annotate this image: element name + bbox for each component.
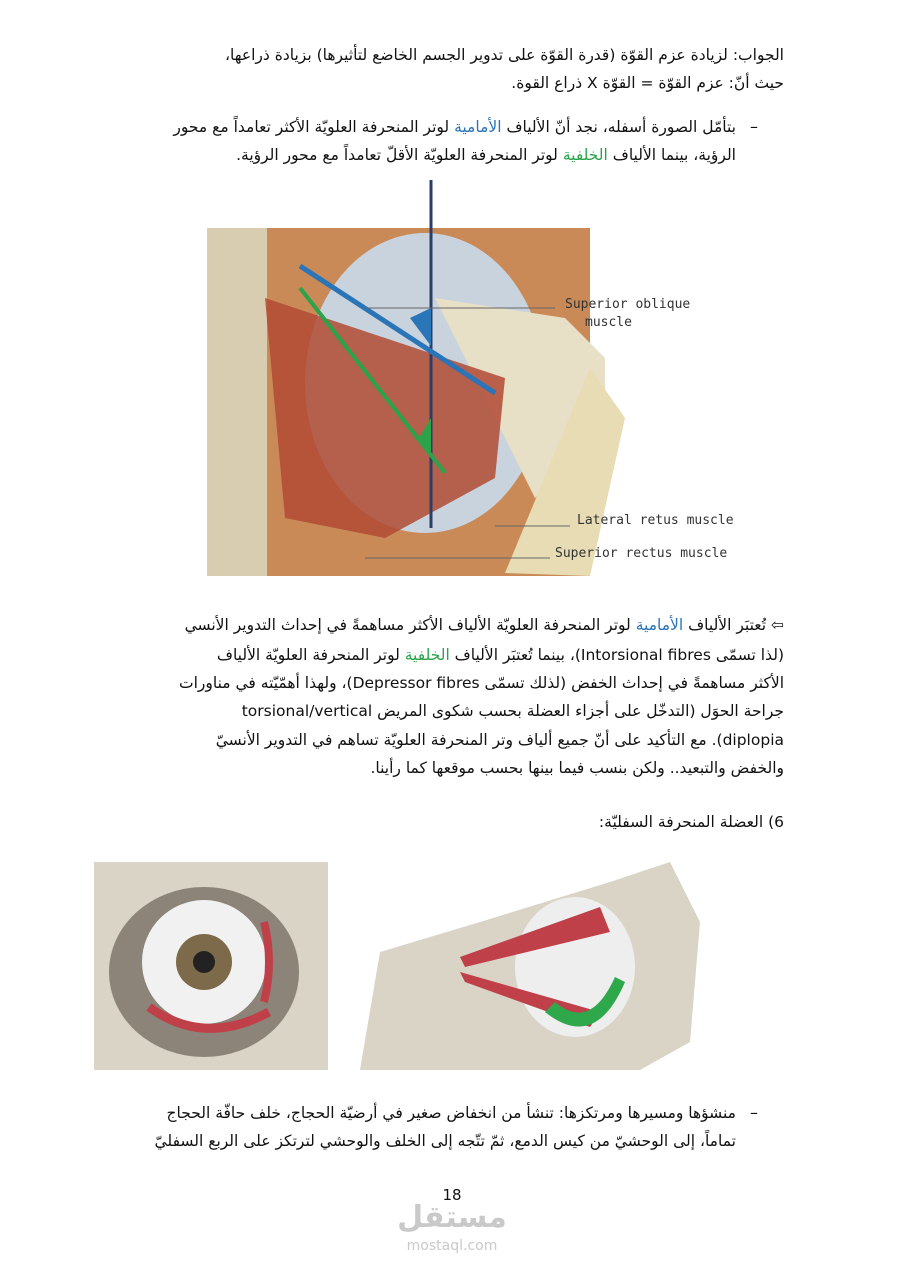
label-lateral-rectus: Lateral retus muscle: [577, 513, 734, 528]
page-number: 18: [442, 1186, 462, 1204]
bullet2-line-1: منشؤها ومسيرها ومرتكزها: تنشأ من انخفاض …: [166, 1104, 737, 1122]
inferior-oblique-front-figure: [94, 862, 328, 1070]
label-muscle: muscle: [585, 315, 632, 330]
bullet1-line-2: الرؤية، بينما الألياف الخلفية لوتر المنح…: [236, 146, 736, 164]
answer-line-1: الجواب: لزيادة عزم القوّة (قدرة القوّة ع…: [224, 46, 784, 64]
posterior-highlight: الخلفية: [562, 146, 608, 164]
arrow-icon: ⇦: [771, 616, 784, 634]
para-line-2: (لذا تسمّى Intorsional fibres)، بينما تُ…: [216, 646, 784, 664]
bullet2-line-2: تماماً، إلى الوحشيّ من كيس الدمع، ثمّ تت…: [154, 1132, 736, 1150]
para-line-5: diplopia). مع التأكيد على أنّ جميع ألياف…: [215, 731, 784, 749]
para-line-3: الأكثر مساهمةً في إحداث الخفض (لذلك تسمّ…: [179, 674, 784, 692]
para-line-4: جراحة الحوَل (التدخّل على أجزاء العضلة ب…: [241, 702, 784, 720]
bullet-dash: –: [750, 117, 758, 136]
section-heading: 6) العضلة المنحرفة السفليّة:: [598, 813, 784, 831]
para-line-1: ⇦ تُعتبَر الألياف الأمامية لوتر المنحرفة…: [184, 616, 784, 634]
label-superior-rectus: Superior rectus muscle: [555, 546, 727, 561]
answer-line-2: حيث أنّ: عزم القوّة = القوّة X ذراع القو…: [511, 74, 784, 92]
watermark-url: mostaql.com: [406, 1238, 498, 1254]
bullet1-line-1: بتأمّل الصورة أسفله، نجد أنّ الألياف الأ…: [173, 118, 736, 136]
anterior-highlight: الأمامية: [454, 118, 502, 136]
bullet-dash: –: [750, 1103, 758, 1122]
watermark-logo: مستقل: [397, 1200, 507, 1235]
inferior-oblique-side-figure: [360, 862, 700, 1070]
para-line-6: والخفض والتبعيد.. ولكن بنسب فيما بينها ب…: [370, 759, 784, 777]
label-superior-oblique: Superior oblique: [565, 297, 690, 312]
superior-oblique-figure: Superior oblique muscle Lateral retus mu…: [207, 180, 734, 576]
